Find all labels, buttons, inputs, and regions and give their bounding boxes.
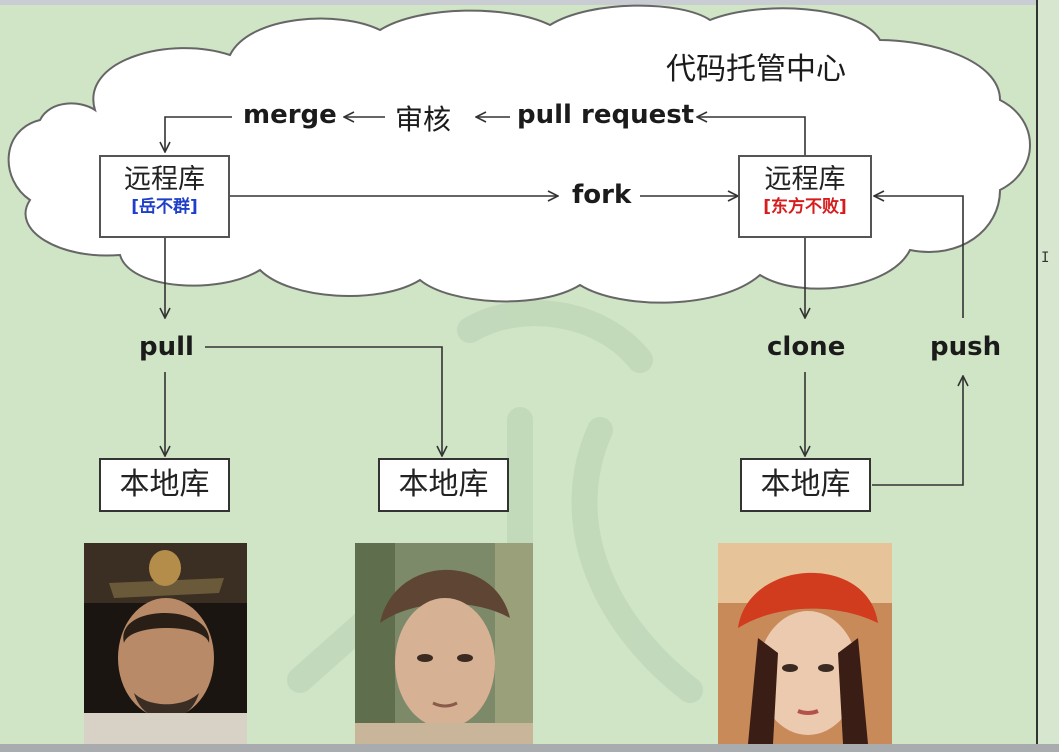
portrait-woman-red-hat-icon (718, 543, 892, 744)
slide-canvas: 代码托管中心 merge 审核 pull request fork pull c… (0, 0, 1036, 744)
right-side-panel (1036, 0, 1059, 752)
arrow-pull-to-local2 (205, 347, 442, 456)
portrait-man-crown-icon (84, 543, 247, 744)
remote-repo-title: 远程库 (740, 163, 870, 197)
remote-repo-yue: 远程库 [岳不群] (99, 155, 230, 238)
clone-label: clone (767, 332, 845, 362)
cloud-title: 代码托管中心 (666, 44, 846, 88)
bottom-strip (0, 744, 1059, 752)
pull-request-label: pull request (517, 100, 694, 130)
portrait-young-man-hat-icon (355, 543, 533, 744)
remote-repo-owner: [东方不败] (740, 197, 870, 217)
merge-label: merge (243, 100, 337, 130)
fork-label: fork (572, 180, 631, 210)
local-repo-2: 本地库 (378, 458, 509, 512)
local-repo-3: 本地库 (740, 458, 871, 512)
arrow-local3-to-push (872, 376, 963, 485)
review-label: 审核 (395, 98, 451, 138)
remote-repo-dongfang: 远程库 [东方不败] (738, 155, 872, 238)
pull-label: pull (139, 332, 194, 362)
remote-repo-title: 远程库 (101, 163, 228, 197)
remote-repo-owner: [岳不群] (101, 197, 228, 217)
push-label: push (930, 332, 1001, 362)
local-repo-1: 本地库 (99, 458, 230, 512)
text-cursor-icon: I (1041, 250, 1049, 266)
